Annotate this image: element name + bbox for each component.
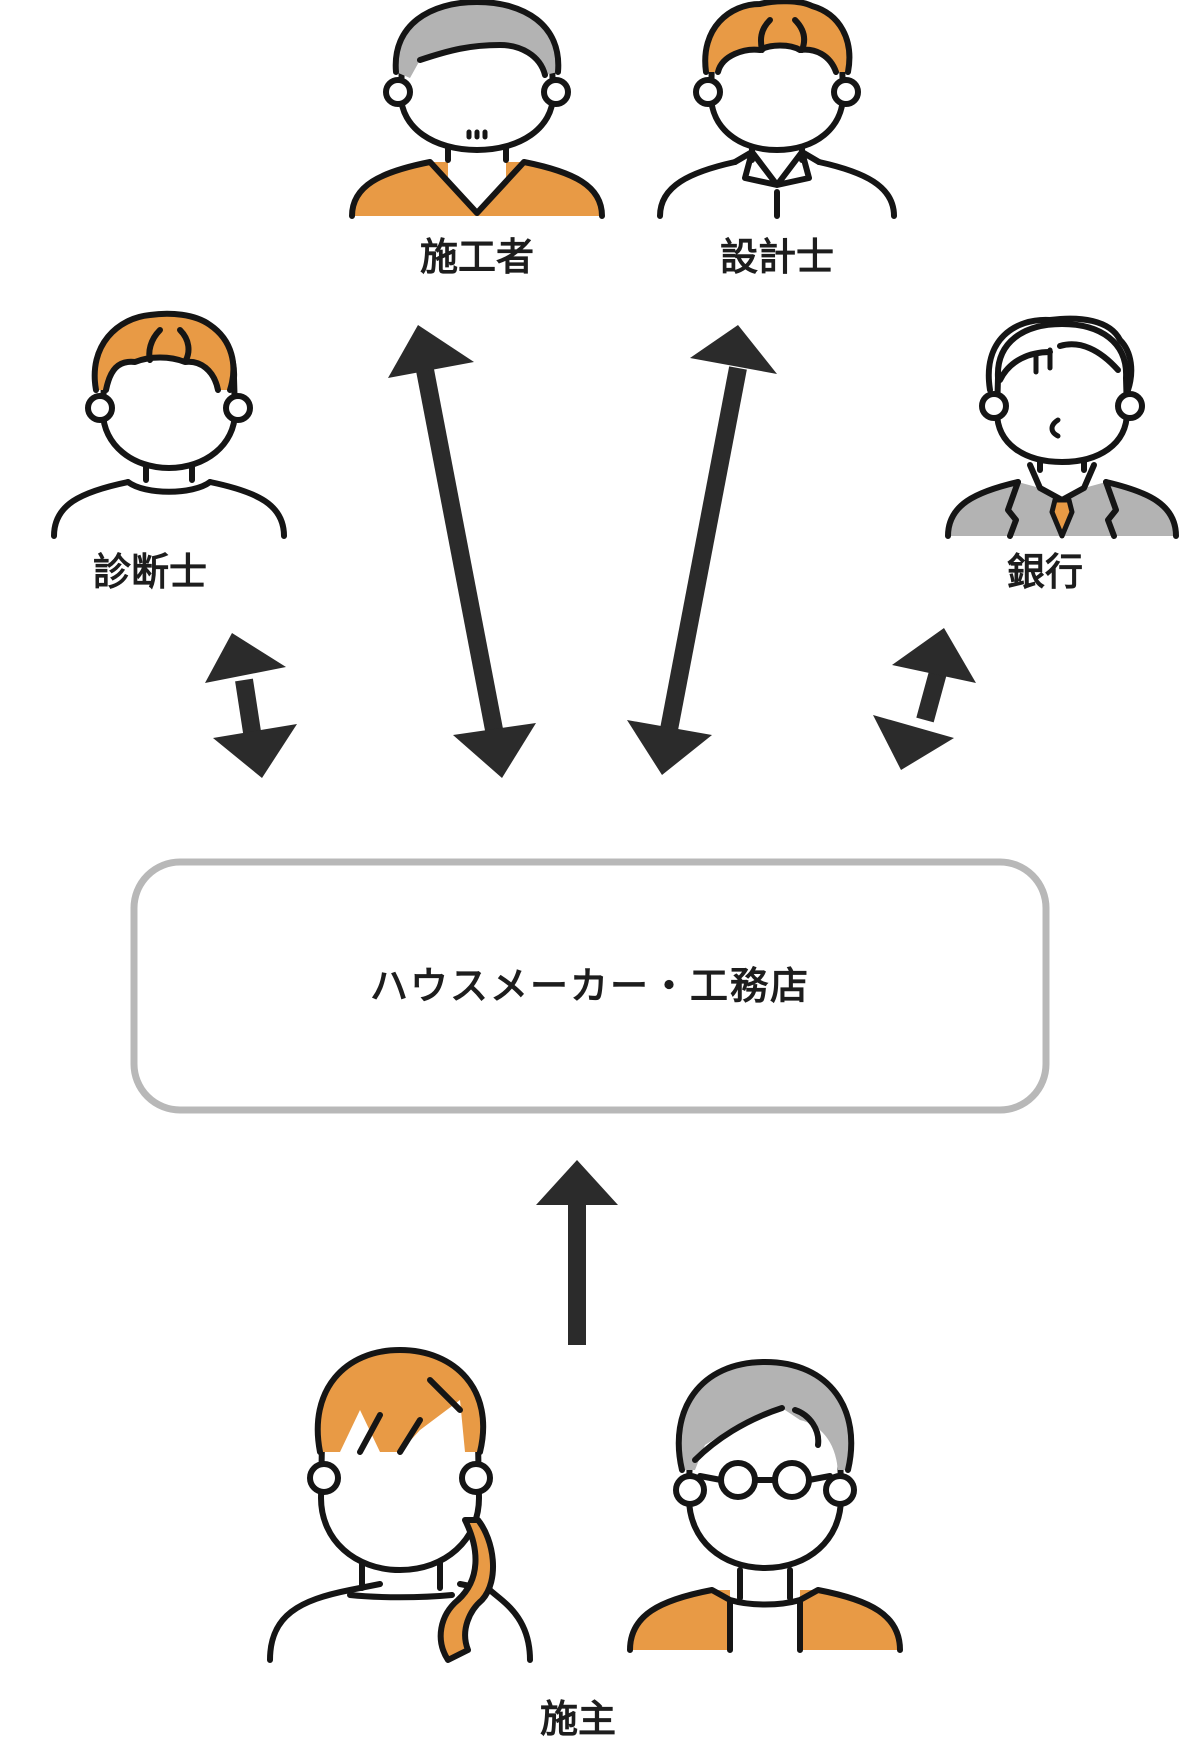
arrow-owner-center	[536, 1160, 618, 1345]
arrows	[205, 325, 976, 1345]
arrow-architect-center	[627, 325, 777, 775]
bank-label: 銀行	[1007, 550, 1083, 594]
inspector-figure	[51, 310, 287, 539]
arrow-bank-center	[873, 628, 976, 770]
owner-woman-figure	[267, 1347, 533, 1663]
contractor-shirt	[352, 162, 602, 216]
contractor-label: 施工者	[420, 235, 534, 279]
owner-label: 施主	[540, 1697, 616, 1741]
bank-figure	[945, 315, 1179, 539]
contractor-figure	[349, 0, 605, 219]
owner-man-figure	[627, 1359, 903, 1653]
architect-figure	[657, 0, 897, 219]
center-label: ハウスメーカー・工務店	[370, 964, 810, 1008]
arrow-inspector-center	[205, 633, 297, 778]
inspector-label: 診断士	[93, 550, 207, 594]
architect-label: 設計士	[720, 235, 834, 279]
center-box: ハウスメーカー・工務店	[130, 858, 1050, 1114]
arrow-contractor-center	[388, 325, 536, 778]
